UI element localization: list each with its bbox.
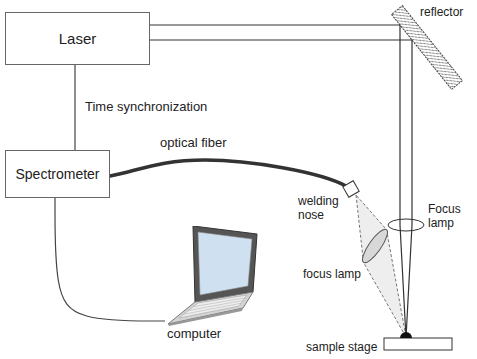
part-label: optical fiber [160, 136, 226, 151]
sample-stage [384, 338, 452, 350]
optical-fiber [110, 160, 346, 186]
label-text: welding nose [298, 194, 339, 222]
laser-beam [150, 40, 412, 338]
part-label: welding nose [298, 195, 344, 223]
device-label: computer [165, 326, 266, 341]
focus-lens [359, 226, 392, 266]
part-label: reflector [420, 6, 463, 20]
focus-lens [388, 219, 424, 231]
part-label: sample stage [306, 341, 377, 355]
laser-beam [150, 25, 406, 338]
laptop-drawing [165, 226, 260, 326]
label-text: Focus lamp [428, 202, 461, 230]
spectrometer-box: Spectrometer [5, 150, 110, 198]
computer-icon: computer [165, 226, 266, 341]
plasma-spot [400, 332, 412, 338]
connector-line [55, 198, 165, 321]
collection-cone [356, 195, 406, 337]
label-text: optical fiber [160, 135, 226, 150]
part-label: Focus lamp [428, 203, 464, 231]
box-label: Laser [59, 30, 97, 47]
connector-line [74, 65, 75, 150]
part-label: focus lamp [303, 268, 361, 282]
laser-box: Laser [5, 12, 150, 65]
label-text: focus lamp [303, 267, 361, 281]
box-label: Spectrometer [15, 166, 99, 182]
welding-nose [343, 181, 359, 197]
label-text: sample stage [306, 340, 377, 354]
connector-label-text: Time synchronization [85, 99, 207, 114]
reflector-mirror [391, 6, 462, 90]
label-text: reflector [420, 5, 463, 19]
connector-label: Time synchronization [85, 100, 207, 115]
